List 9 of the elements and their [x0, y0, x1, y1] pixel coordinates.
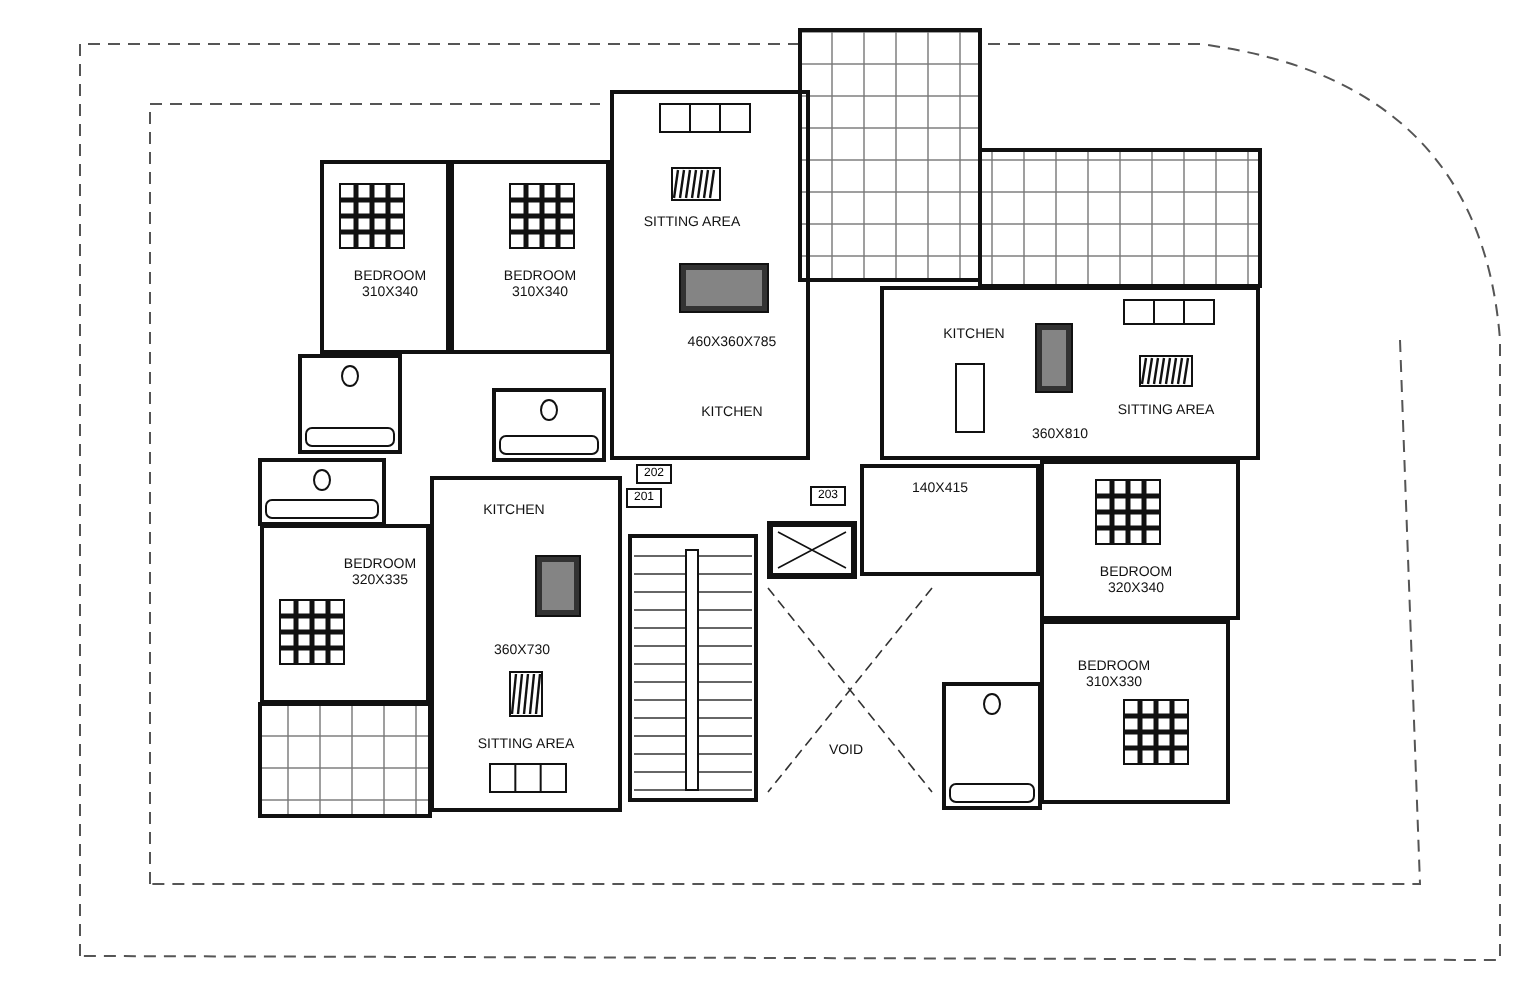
- room-outline: [880, 286, 1260, 460]
- room-outline: [320, 160, 450, 354]
- room-outline: [860, 464, 1040, 576]
- room-outline: [450, 160, 610, 354]
- room-outline: [610, 90, 810, 460]
- room-outline: [260, 524, 430, 704]
- room-outline: [1040, 620, 1230, 804]
- room-outline: [430, 476, 622, 812]
- room-outline: [1040, 460, 1240, 620]
